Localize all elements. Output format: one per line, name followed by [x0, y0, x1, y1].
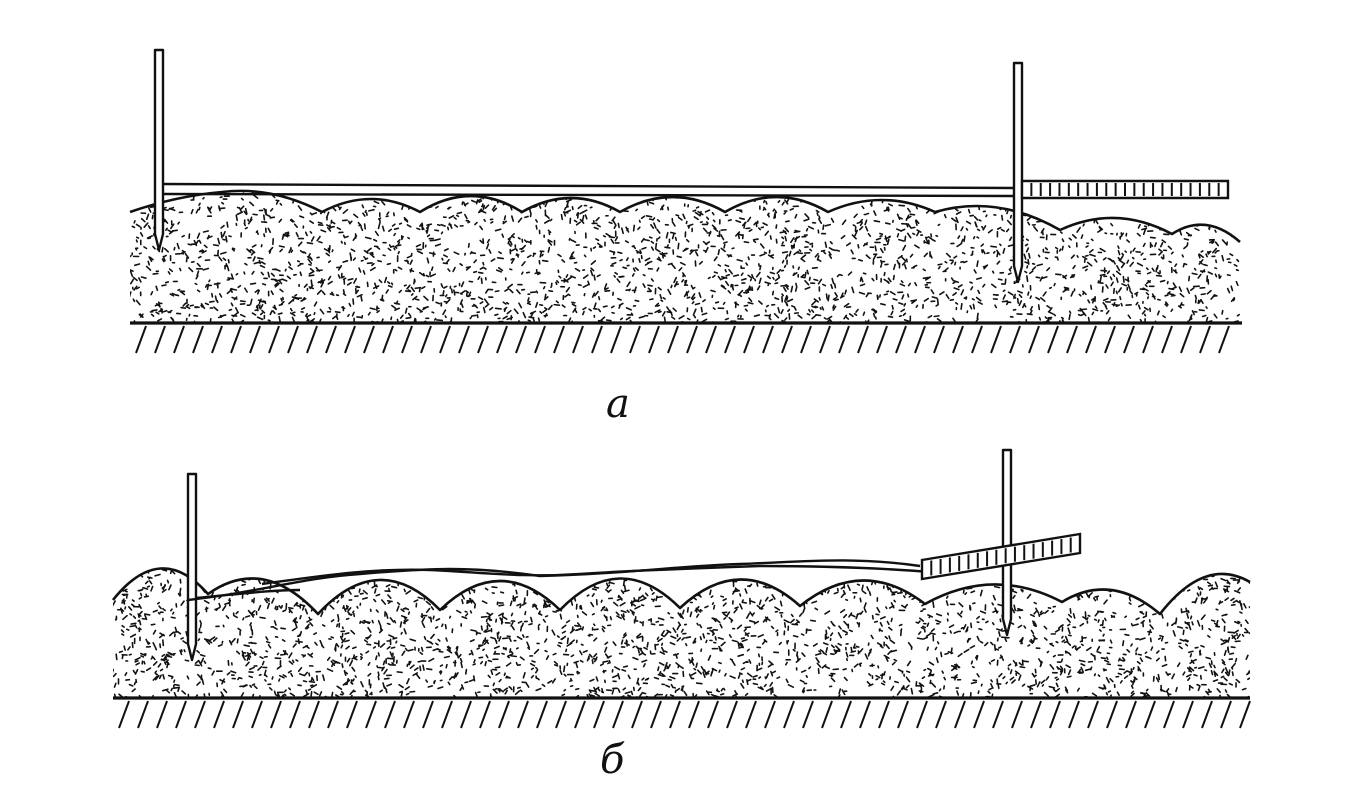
- ground-hatching: [118, 700, 1251, 729]
- panel-b-label: б: [600, 737, 625, 783]
- line-strand-1: [162, 182, 1015, 190]
- ridge-outline: [129, 189, 1241, 243]
- panel-a-drawing: [129, 48, 1242, 354]
- measuring-tape: [920, 532, 1082, 581]
- measuring-tape: [1020, 179, 1230, 200]
- ground-hatching: [135, 325, 1230, 354]
- line-strand-3: [195, 588, 301, 600]
- line-strand-2: [162, 192, 1015, 198]
- stake-2: [1001, 448, 1013, 637]
- stake-1: [186, 472, 198, 662]
- panel-b-drawing: [111, 448, 1251, 729]
- stake-1: [153, 48, 165, 252]
- soil-texture: [130, 190, 1240, 323]
- soil-texture: [113, 568, 1250, 698]
- panel-a-label: а: [606, 381, 630, 427]
- stake-2: [1012, 61, 1024, 284]
- line-strand-2: [261, 564, 931, 586]
